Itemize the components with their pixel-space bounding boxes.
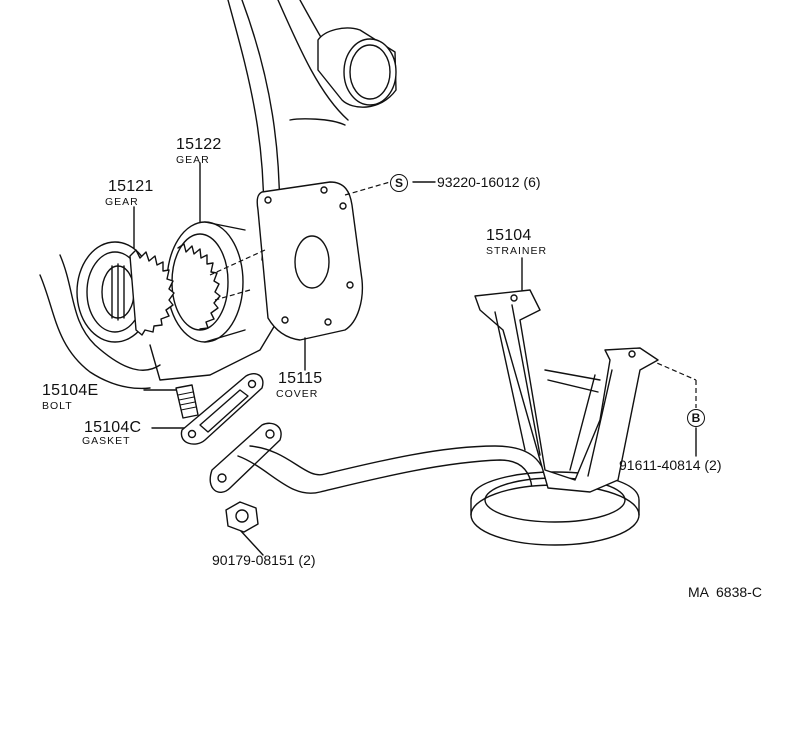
part-name-gasket: GASKET [82, 435, 131, 447]
part-number-15104c: 15104C [84, 419, 142, 436]
oil-strainer [209, 289, 659, 546]
part-name-gear: GEAR [176, 154, 210, 166]
fastener-part-number: 91611-40814 (2) [619, 457, 722, 473]
bolt-marker-icon: B [687, 409, 705, 427]
oil-filler-cap [317, 27, 397, 108]
part-number-15121: 15121 [108, 178, 154, 195]
part-number-15115: 15115 [278, 370, 323, 387]
part-name-strainer: STRAINER [486, 245, 548, 257]
part-name-cover: COVER [276, 388, 319, 400]
part-number-15104e: 15104E [42, 382, 99, 399]
driven-gear [166, 221, 246, 343]
part-name-bolt: BOLT [42, 400, 73, 412]
part-number-15122: 15122 [176, 136, 222, 153]
gasket [180, 372, 264, 445]
part-name-gear: GEAR [105, 196, 139, 208]
standard-bolt-marker-icon: S [390, 174, 408, 192]
part-number-15104: 15104 [486, 227, 532, 244]
drive-gear [76, 241, 175, 343]
flange-nut [225, 501, 259, 533]
stud-bolt [175, 384, 199, 419]
diagram-code: MA 6838-C [688, 584, 762, 600]
nut-part-number: 90179-08151 (2) [212, 552, 316, 568]
oil-pump-cover [256, 181, 364, 341]
fastener-part-number: 93220-16012 (6) [437, 174, 541, 190]
